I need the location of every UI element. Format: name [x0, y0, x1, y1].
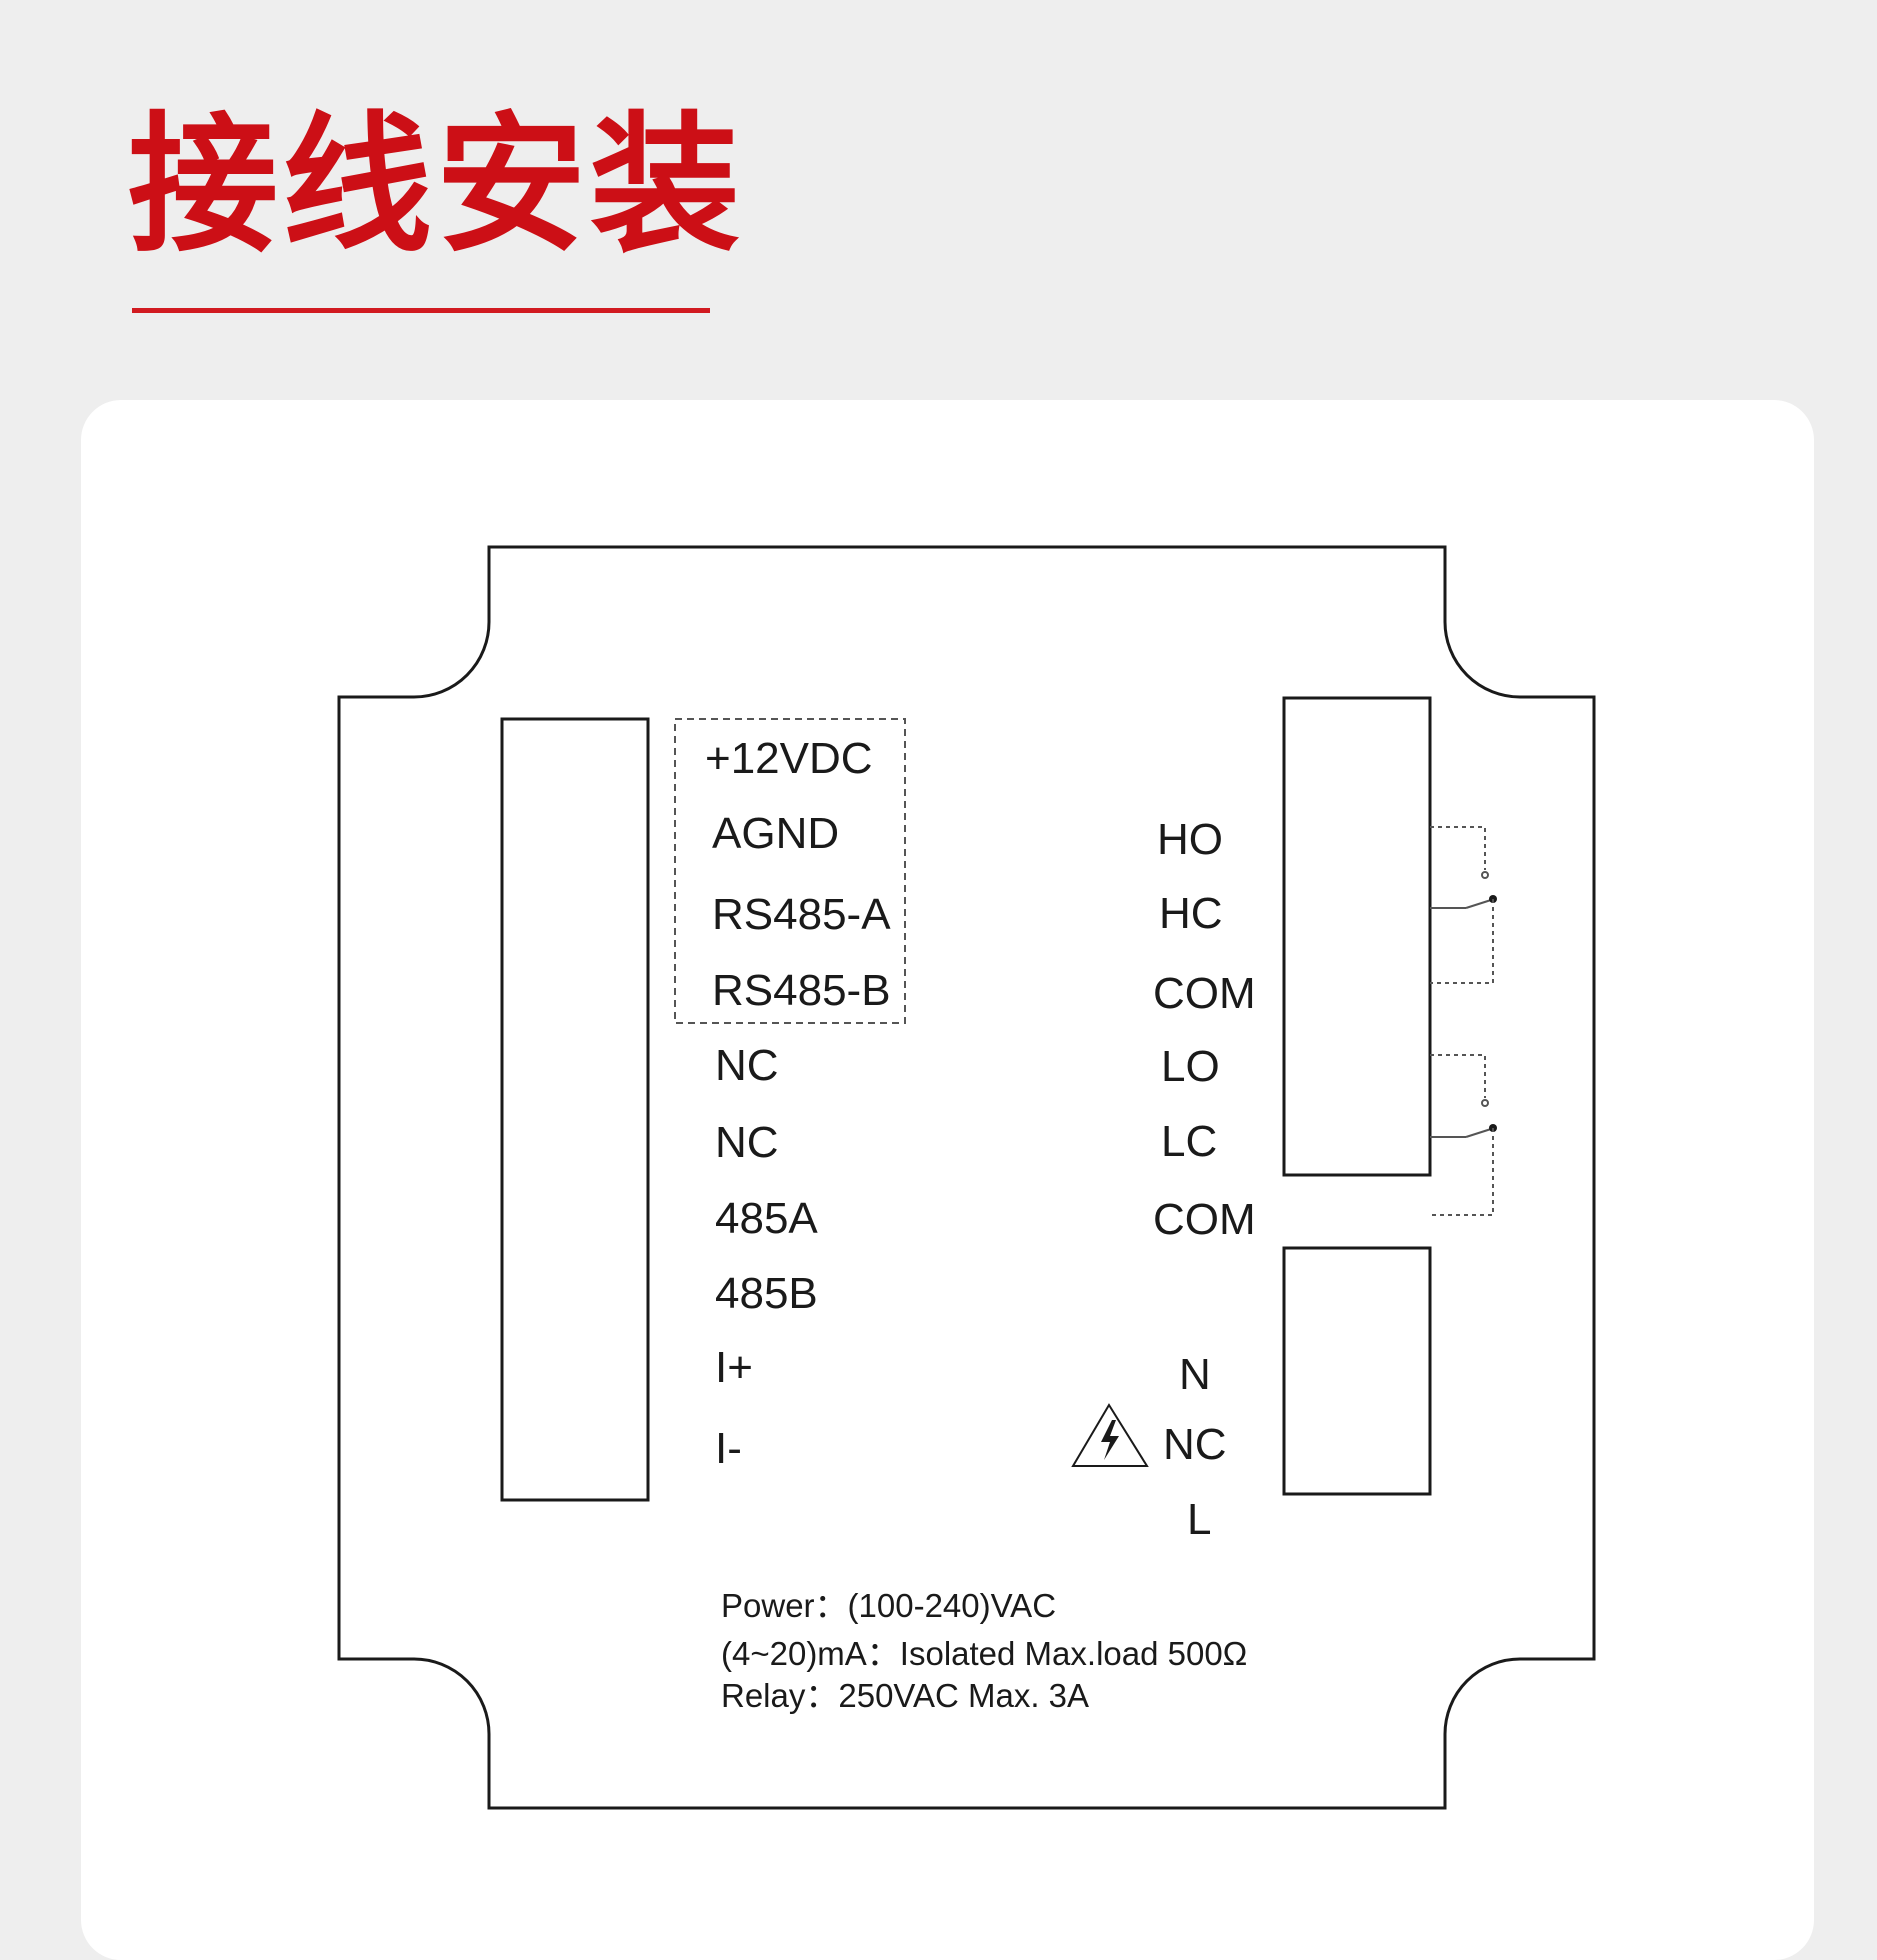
relay-terminal-block — [1282, 696, 1432, 1177]
wiring-diagram: +12VDC AGND RS485-A RS485-B NC NC 485A 4… — [337, 545, 1596, 1810]
label-nc-1: NC — [715, 1041, 779, 1090]
label-i-minus: I- — [715, 1424, 742, 1473]
label-hc: HC — [1159, 889, 1223, 938]
label-lo: LO — [1161, 1042, 1220, 1091]
high-voltage-warning-icon — [1071, 1403, 1149, 1467]
label-rs485-a: RS485-A — [712, 890, 891, 939]
label-n: N — [1179, 1350, 1211, 1399]
power-terminal-block — [1282, 1246, 1432, 1496]
label-lc: LC — [1161, 1117, 1217, 1166]
label-ho: HO — [1157, 815, 1223, 864]
label-l: L — [1187, 1495, 1211, 1544]
spec-relay: Relay：250VAC Max. 3A — [721, 1677, 1089, 1714]
spec-power: Power：(100-240)VAC — [721, 1587, 1056, 1624]
title-underline — [132, 308, 710, 313]
label-rs485-b: RS485-B — [712, 966, 891, 1015]
label-nc-2: NC — [715, 1118, 779, 1167]
relay-contact-schematic — [1430, 826, 1497, 1216]
label-i-plus: I+ — [715, 1343, 753, 1392]
label-agnd: AGND — [712, 809, 839, 858]
label-nc-power: NC — [1163, 1420, 1227, 1469]
label-com-2: COM — [1153, 1195, 1256, 1244]
label-485a: 485A — [715, 1194, 818, 1243]
label-12vdc: +12VDC — [705, 734, 873, 783]
spec-current: (4~20)mA：Isolated Max.load 500Ω — [721, 1635, 1247, 1672]
panel-outline — [337, 545, 1596, 1810]
label-485b: 485B — [715, 1269, 818, 1318]
label-com-1: COM — [1153, 969, 1256, 1018]
sensor-dashed-group — [674, 718, 906, 1024]
diagram-card: +12VDC AGND RS485-A RS485-B NC NC 485A 4… — [81, 400, 1814, 1960]
page-title: 接线安装 — [128, 99, 745, 273]
left-terminal-block — [500, 717, 650, 1502]
